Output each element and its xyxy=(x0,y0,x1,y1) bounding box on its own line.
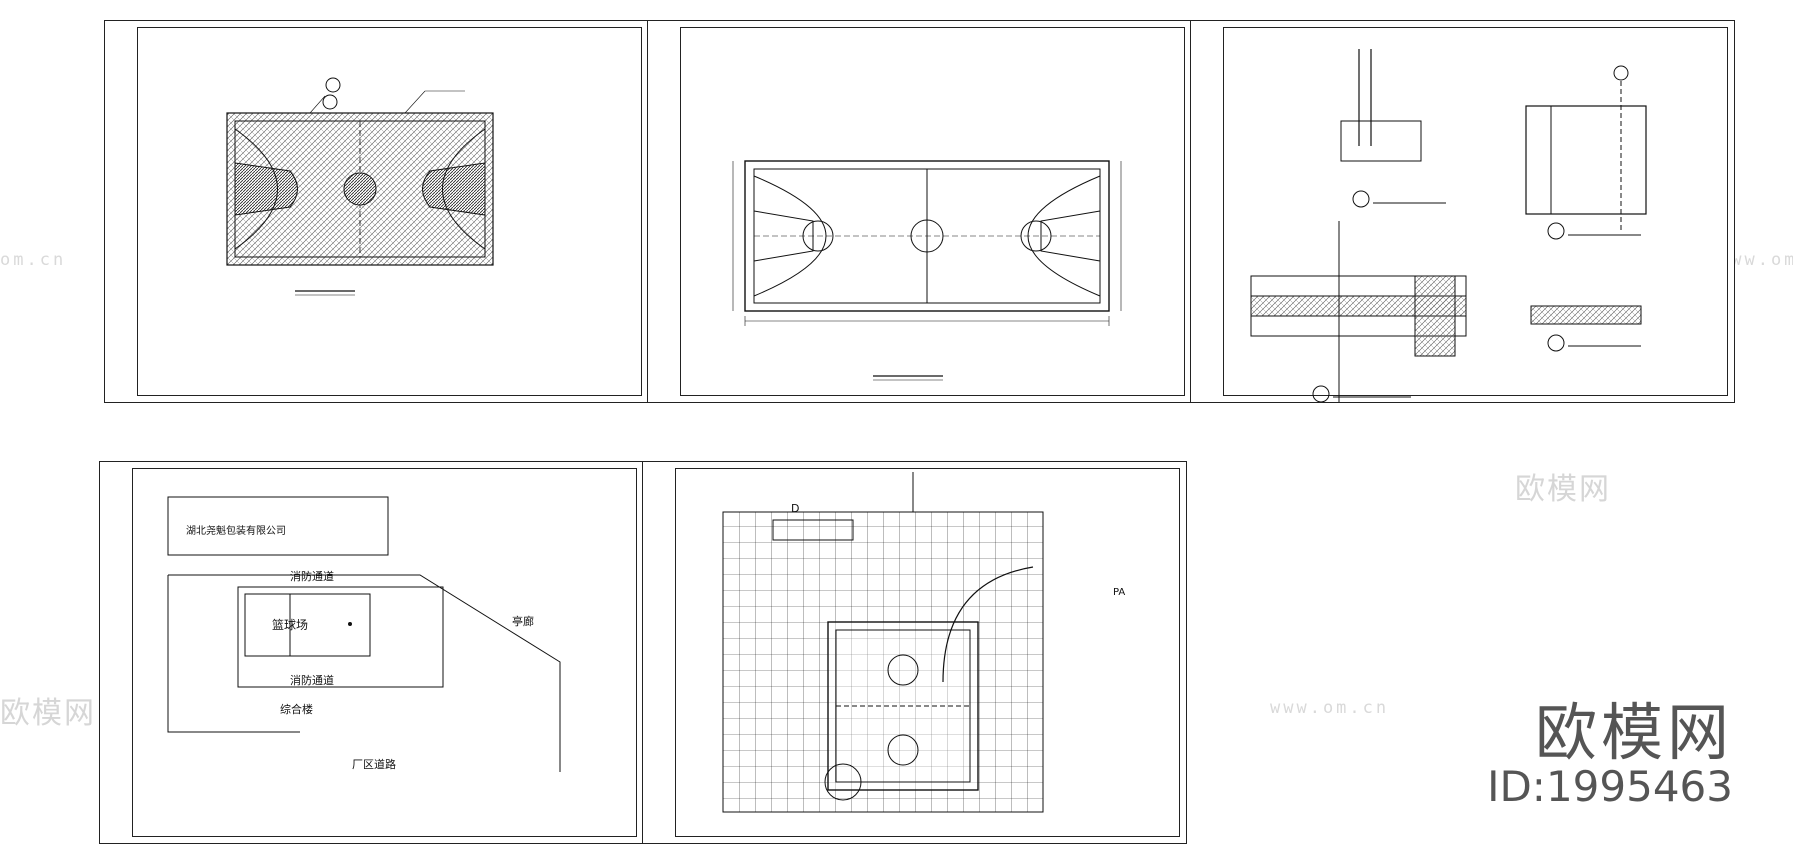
watermark-brand: 欧模网 xyxy=(1515,472,1611,507)
sheet-site-plan: 湖北尧魁包装有限公司 消防通道 篮球场 亭廊 消防通道 综合楼 厂区道路 xyxy=(99,461,644,844)
watermark-url: www.om.cn xyxy=(1270,698,1390,718)
plan-label-d: D xyxy=(791,502,800,515)
site-label-building: 综合楼 xyxy=(280,703,313,716)
sheet-frame xyxy=(675,468,1180,837)
site-label-company: 湖北尧魁包装有限公司 xyxy=(186,526,286,537)
site-label-court: 篮球场 xyxy=(272,618,309,632)
site-label-pavilion: 亭廊 xyxy=(512,615,534,628)
watermark-url: om.cn xyxy=(0,250,67,270)
brand-id-text: ID:1995463 xyxy=(1487,762,1733,811)
site-label-road: 厂区道路 xyxy=(352,758,396,771)
sheet-court-paving-plan xyxy=(104,20,649,403)
details-drawing xyxy=(1250,49,1647,402)
court-layout-drawing xyxy=(722,472,1044,813)
sheet-court-dimension-plan xyxy=(647,20,1192,403)
court-dimension-drawing xyxy=(732,160,1122,381)
sheet-frame xyxy=(680,27,1185,396)
watermark-brand: 欧模网 xyxy=(0,696,96,731)
sheet-frame xyxy=(132,468,637,837)
court-paving-drawing xyxy=(226,77,494,296)
site-label-fire-road: 消防通道 xyxy=(290,674,334,687)
site-label-fire-road: 消防通道 xyxy=(290,570,334,583)
sheet-construction-details xyxy=(1190,20,1735,403)
brand-logo-text: 欧模网 xyxy=(1534,696,1733,769)
site-plan-drawing xyxy=(167,496,561,772)
sheet-frame xyxy=(137,27,642,396)
sheet-court-layout-plan: D PA xyxy=(642,461,1187,844)
plan-label-pa: PA xyxy=(1113,587,1126,598)
sheet-frame xyxy=(1223,27,1728,396)
